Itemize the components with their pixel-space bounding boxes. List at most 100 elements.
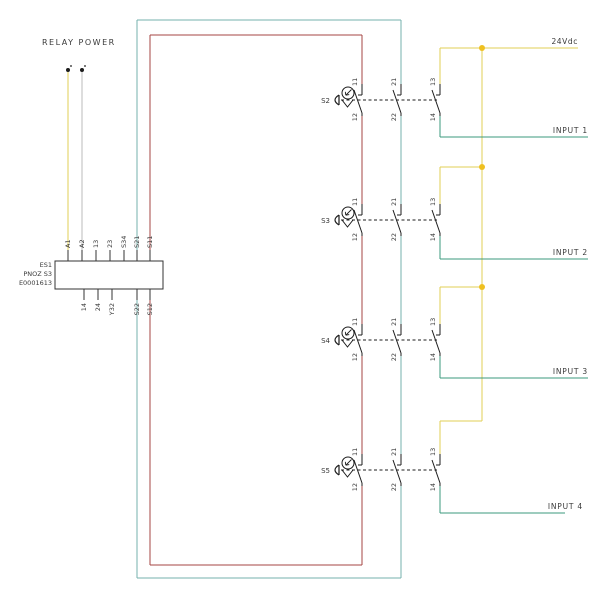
contact-13-14: 13 14 — [429, 448, 441, 491]
latch-notch-icon — [341, 99, 354, 108]
contact-11-12: 11 12 — [351, 198, 363, 241]
contact-blade — [353, 459, 363, 484]
input-label: INPUT 2 — [553, 248, 588, 257]
contact-13-14: 13 14 — [429, 318, 441, 361]
contact-pin-label: 22 — [390, 353, 398, 361]
relay-body — [54, 260, 164, 290]
terminal-label-bottom: 14 — [80, 303, 88, 311]
terminal-label-bottom: Y32 — [108, 303, 116, 316]
terminal-label-bottom: S22 — [133, 303, 141, 315]
wire-a1-connection-dot — [66, 68, 70, 72]
latch-notch-icon — [341, 339, 354, 348]
contact-blade — [353, 209, 363, 234]
voltage-label-24vdc: 24Vdc — [551, 37, 578, 46]
contact-blade — [392, 209, 402, 234]
input-label: INPUT 3 — [553, 367, 588, 376]
contact-11-12: 11 12 — [351, 448, 363, 491]
contact-pin-label: 12 — [351, 353, 359, 361]
contact-21-22: 21 22 — [390, 78, 402, 121]
contact-pin-label: 21 — [390, 78, 398, 86]
contact-blade — [431, 329, 441, 354]
wire-a2-mark — [84, 65, 86, 67]
contact-blade — [353, 89, 363, 114]
junction-dot — [479, 284, 485, 290]
terminal-label-top: S11 — [146, 236, 154, 248]
contact-pin-label: 13 — [429, 198, 437, 206]
terminal-label-top: 13 — [92, 240, 100, 248]
contact-pin-label: 11 — [351, 448, 359, 456]
contact-blade — [431, 89, 441, 114]
estop-device-label: S4 — [321, 337, 330, 345]
latch-notch-icon — [341, 219, 354, 228]
input-label: INPUT 1 — [553, 126, 588, 135]
contact-pin-label: 14 — [429, 353, 437, 361]
terminal-label-top: A1 — [64, 239, 72, 248]
wire-a1-mark — [70, 65, 72, 67]
relay-power-wires — [67, 72, 83, 250]
mushroom-button-icon — [334, 94, 340, 106]
contact-pin-label: 14 — [429, 483, 437, 491]
contact-pin-label: 11 — [351, 318, 359, 326]
contact-blade — [392, 459, 402, 484]
terminal-label-top: A2 — [78, 239, 86, 248]
junction-dot — [479, 45, 485, 51]
red-loop-wire-s11-s12 — [149, 34, 363, 566]
release-arrow-icon — [344, 209, 352, 216]
contact-pin-label: 22 — [390, 483, 398, 491]
contact-pin-label: 13 — [429, 78, 437, 86]
release-arrow-icon — [344, 459, 352, 466]
contact-pin-label: 13 — [429, 318, 437, 326]
contact-pin-label: 14 — [429, 113, 437, 121]
estop-s2: S2 11 12 21 22 13 14 — [321, 78, 441, 121]
contact-pin-label: 12 — [351, 483, 359, 491]
contact-blade — [392, 329, 402, 354]
wire-a2-connection-dot — [80, 68, 84, 72]
contact-13-14: 13 14 — [429, 198, 441, 241]
contact-pin-label: 12 — [351, 113, 359, 121]
contact-blade — [392, 89, 402, 114]
contact-21-22: 21 22 — [390, 198, 402, 241]
contact-blade — [431, 209, 441, 234]
contact-blade — [353, 329, 363, 354]
latch-notch-icon — [341, 469, 354, 478]
junction-dot — [479, 164, 485, 170]
terminal-label-top: 23 — [106, 240, 114, 248]
release-arrow-icon — [344, 329, 352, 336]
contact-pin-label: 14 — [429, 233, 437, 241]
mushroom-button-icon — [334, 334, 340, 346]
relay-power-title: RELAY POWER — [42, 38, 116, 47]
contact-13-14: 13 14 — [429, 78, 441, 121]
mushroom-button-icon — [334, 464, 340, 476]
estop-device-label: S5 — [321, 467, 330, 475]
contact-pin-label: 13 — [429, 448, 437, 456]
input-wires — [439, 116, 588, 514]
contact-pin-label: 11 — [351, 198, 359, 206]
input-label: INPUT 4 — [548, 502, 583, 511]
contact-11-12: 11 12 — [351, 318, 363, 361]
contact-11-12: 11 12 — [351, 78, 363, 121]
contact-pin-label: 21 — [390, 198, 398, 206]
contact-pin-label: 22 — [390, 113, 398, 121]
relay-designation: ES1 — [40, 261, 52, 269]
contact-blade — [431, 459, 441, 484]
relay-model: PNOZ S3 — [23, 270, 52, 278]
terminal-label-top: S21 — [133, 236, 141, 248]
contact-pin-label: 22 — [390, 233, 398, 241]
release-arrow-icon — [344, 89, 352, 96]
contact-pin-label: 12 — [351, 233, 359, 241]
terminal-label-bottom: 24 — [94, 303, 102, 311]
contact-pin-label: 11 — [351, 78, 359, 86]
terminal-label-top: S34 — [120, 236, 128, 248]
estop-device-label: S2 — [321, 97, 330, 105]
mushroom-button-icon — [334, 214, 340, 226]
terminal-label-bottom: S12 — [146, 303, 154, 315]
power-bus-24vdc — [439, 47, 578, 454]
